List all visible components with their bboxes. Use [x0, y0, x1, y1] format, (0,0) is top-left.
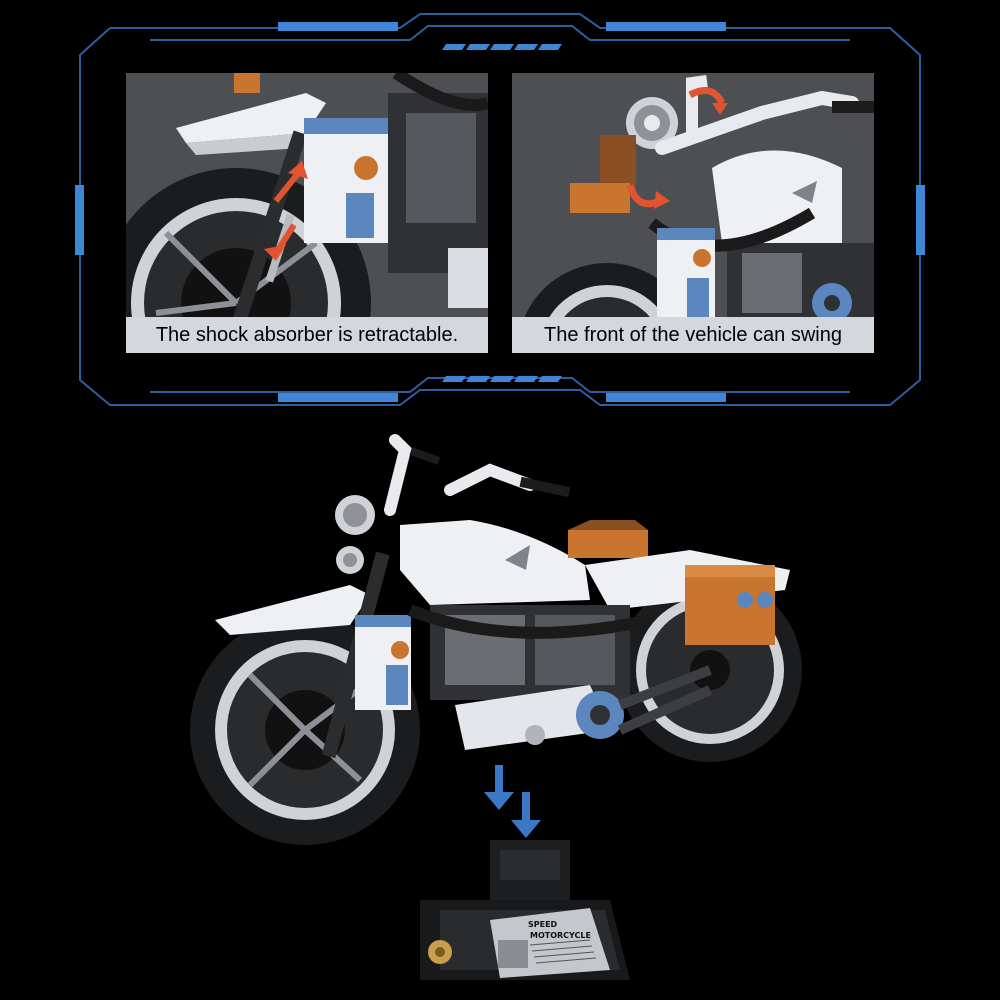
down-arrow-icon — [511, 792, 541, 838]
shock-absorber-caption: The shock absorber is retractable. — [126, 317, 488, 353]
display-stand: SPEED MOTORCYCLE — [420, 840, 630, 980]
stand-plaque-title: SPEED — [528, 920, 558, 929]
front-swing-closeup — [512, 73, 874, 353]
dash-marks-bottom — [442, 376, 562, 382]
shock-absorber-panel: The shock absorber is retractable. — [126, 73, 488, 353]
dash-marks-top — [442, 44, 562, 50]
stand-plaque-subtitle: MOTORCYCLE — [530, 931, 591, 940]
front-swing-panel: The front of the vehicle can swing — [512, 73, 874, 353]
front-swing-caption: The front of the vehicle can swing — [512, 317, 874, 353]
tech-frame — [75, 13, 925, 406]
motorcycle-model: SPEED MOTORCYCLE — [190, 434, 802, 980]
swing-arrows-icon — [626, 87, 728, 209]
shock-absorber-arrows-icon — [264, 161, 308, 261]
shock-absorber-closeup — [126, 73, 488, 353]
down-arrow-icon — [484, 765, 514, 810]
